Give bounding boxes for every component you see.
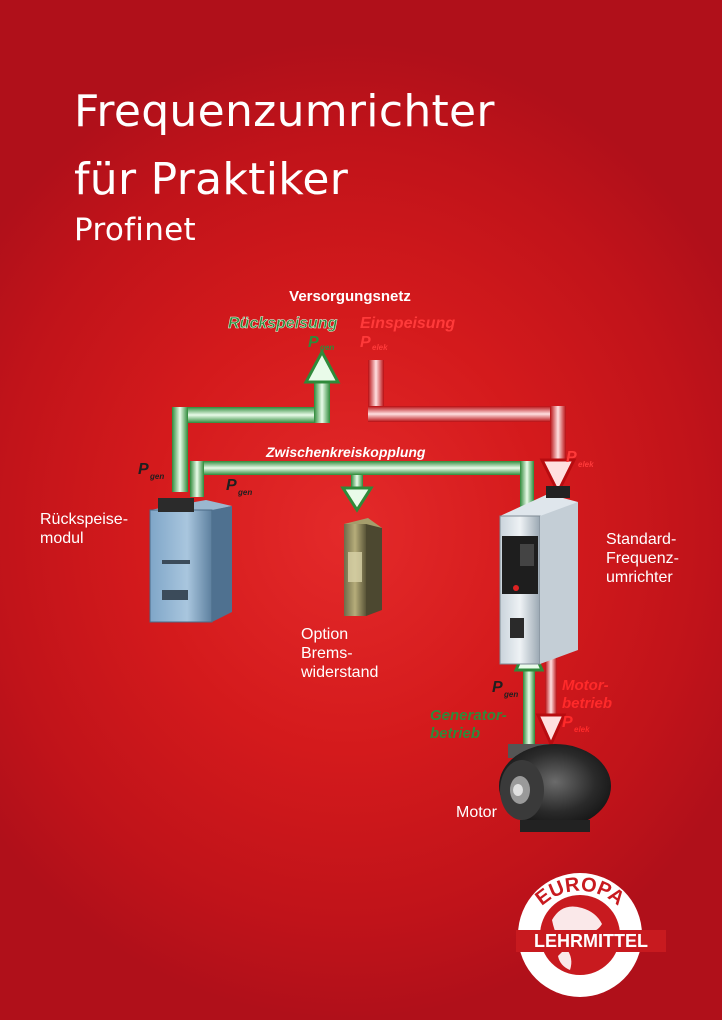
feed-power-symbol: P	[360, 334, 371, 351]
regen-module-device	[149, 498, 232, 623]
pelek-subscript-1: elek	[578, 460, 594, 469]
pelek-symbol-2: P	[562, 714, 573, 731]
regen-label: Rückspeisung	[228, 315, 338, 332]
dc-link-path	[190, 461, 534, 513]
pgen-symbol-1: P	[138, 461, 149, 478]
motor-operation-label-2: betrieb	[562, 695, 612, 712]
motor-device	[499, 744, 611, 832]
pelek-symbol-1: P	[566, 449, 577, 466]
title-line-1: Frequenzumrichter	[74, 86, 495, 137]
logo-bottom-text: LEHRMITTEL	[534, 931, 648, 951]
generator-operation-label-1: Generator-	[430, 707, 507, 724]
brake-resistor-label: Option Brems- widerstand	[301, 626, 379, 681]
converter-label: Standard- Frequenz- umrichter	[606, 531, 679, 586]
regen-module-label: Rückspeise- modul	[40, 511, 129, 547]
pgen-subscript-3: gen	[503, 690, 518, 699]
pgen-symbol-3: P	[492, 679, 503, 696]
brake-resistor-device	[344, 518, 382, 616]
dc-link-label: Zwischenkreiskopplung	[265, 444, 426, 460]
regen-path	[172, 348, 341, 492]
regen-power-subscript: gen	[319, 343, 334, 352]
feed-path	[368, 360, 577, 496]
supply-label: Versorgungsnetz	[289, 288, 411, 305]
frequency-converter-device	[499, 486, 578, 665]
generator-operation-label-2: betrieb	[430, 725, 480, 742]
motor-operation-label-1: Motor-	[562, 677, 609, 694]
pelek-subscript-2: elek	[574, 725, 590, 734]
pgen-symbol-2: P	[226, 477, 237, 494]
subtitle: Profinet	[74, 212, 196, 248]
pgen-subscript-2: gen	[237, 488, 252, 497]
motor-label: Motor	[456, 804, 497, 821]
feed-power-subscript: elek	[372, 343, 388, 352]
publisher-logo: LEHRMITTEL EUROPA	[516, 873, 666, 997]
pgen-subscript-1: gen	[149, 472, 164, 481]
feed-label: Einspeisung	[360, 315, 455, 332]
title-line-2: für Praktiker	[74, 154, 349, 205]
regen-power-symbol: P	[308, 334, 319, 351]
